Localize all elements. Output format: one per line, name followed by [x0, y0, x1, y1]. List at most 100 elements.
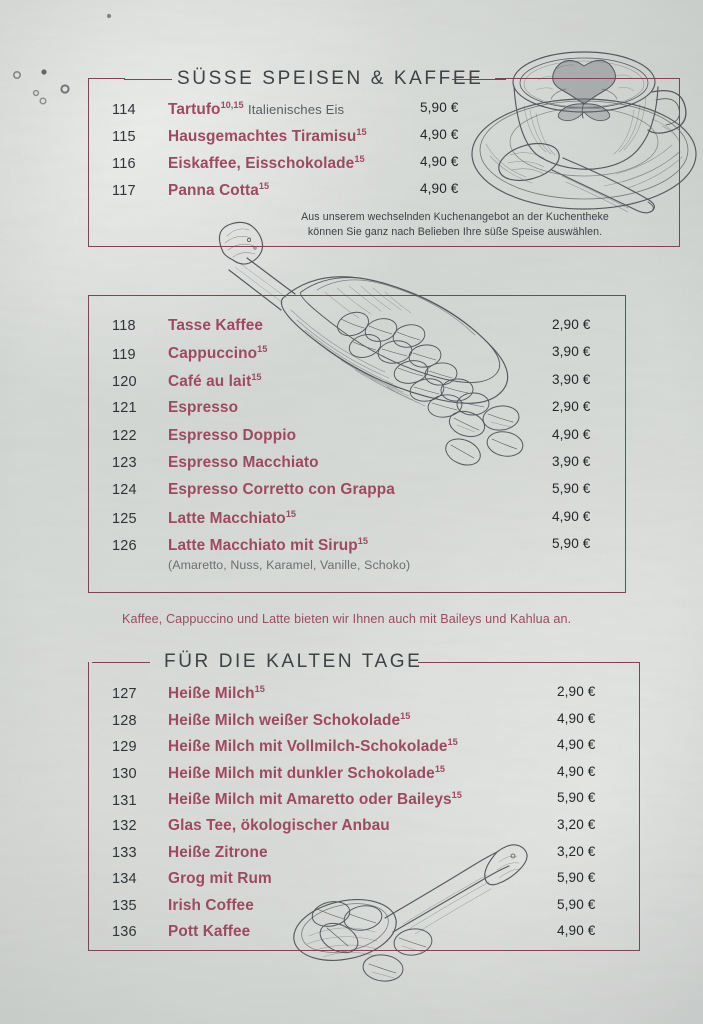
item-number: 122	[112, 427, 137, 444]
item-number: 117	[112, 183, 136, 200]
item-number: 123	[112, 454, 137, 471]
item-name: Latte Macchiato15	[168, 508, 297, 527]
item-name: Heiße Milch mit dunkler Schokolade15	[168, 763, 446, 782]
item-name: Eiskaffee, Eisschokolade15	[168, 154, 365, 173]
item-name: Heiße Zitrone	[168, 843, 268, 861]
item-price: 4,90 €	[420, 154, 459, 169]
item-price: 4,90 €	[552, 508, 591, 524]
baileys-kahlua-note: Kaffee, Cappuccino und Latte bieten wir …	[122, 612, 572, 626]
section-3-rule-left	[92, 662, 150, 663]
item-name: Heiße Milch weißer Schokolade15	[168, 710, 411, 729]
item-price: 4,90 €	[420, 127, 459, 142]
item-price: 4,90 €	[552, 426, 591, 442]
menu-item-row[interactable]: 134 Grog mit Rum 5,90 €	[112, 870, 612, 897]
item-price: 5,90 €	[557, 896, 596, 912]
item-name: Latte Macchiato mit Sirup15	[168, 536, 369, 555]
item-name: Espresso Macchiato	[168, 453, 319, 471]
item-number: 133	[112, 844, 137, 861]
item-name: Heiße Milch mit Vollmilch-Schokolade15	[168, 737, 458, 756]
menu-item-row[interactable]: 125 Latte Macchiato15 4,90 €	[112, 509, 600, 536]
item-price: 5,90 €	[557, 870, 596, 886]
item-price: 4,90 €	[557, 710, 596, 726]
cake-counter-note: Aus unserem wechselnden Kuchenangebot an…	[301, 211, 609, 239]
menu-item-row[interactable]: 123 Espresso Macchiato 3,90 €	[112, 454, 600, 481]
menu-item-row[interactable]: 121 Espresso 2,90 €	[112, 399, 600, 426]
item-price: 4,90 €	[557, 737, 596, 753]
menu-item-row[interactable]: 117 Panna Cotta15 4,90 €	[112, 181, 459, 208]
menu-item-row[interactable]: 124 Espresso Corretto con Grappa 5,90 €	[112, 481, 600, 508]
item-name: Heiße Milch15	[168, 684, 265, 703]
item-price: 2,90 €	[552, 399, 591, 415]
menu-item-row[interactable]: 135 Irish Coffee 5,90 €	[112, 897, 612, 924]
menu-item-row[interactable]: 119 Cappuccino15 3,90 €	[112, 344, 600, 371]
item-name: Espresso Doppio	[168, 426, 297, 444]
item-name: Heiße Milch mit Amaretto oder Baileys15	[168, 790, 462, 809]
item-number: 131	[112, 792, 137, 809]
item-number: 132	[112, 817, 137, 834]
item-number: 126	[112, 538, 137, 555]
item-price: 4,90 €	[420, 181, 459, 196]
item-name: Panna Cotta15	[168, 181, 270, 200]
item-name: Grog mit Rum	[168, 870, 272, 888]
section-3-items: 127 Heiße Milch15 2,90 € 128 Heiße Milch…	[112, 684, 612, 950]
item-number: 118	[112, 318, 136, 334]
item-price: 5,90 €	[552, 481, 591, 497]
menu-item-row[interactable]: 118 Tasse Kaffee 2,90 €	[112, 317, 600, 344]
item-subnote: (Amaretto, Nuss, Karamel, Vanille, Schok…	[168, 557, 411, 572]
menu-item-row[interactable]: 128 Heiße Milch weißer Schokolade15 4,90…	[112, 711, 612, 738]
section-2-frame	[88, 295, 626, 593]
item-price: 3,90 €	[552, 453, 591, 469]
menu-item-row[interactable]: 131 Heiße Milch mit Amaretto oder Bailey…	[112, 790, 612, 817]
item-number: 124	[112, 482, 137, 499]
menu-item-row[interactable]: 120 Café au lait15 3,90 €	[112, 372, 600, 399]
item-number: 114	[112, 102, 136, 119]
item-number: 134	[112, 871, 137, 888]
item-name: Café au lait15	[168, 371, 262, 390]
section-2-items: 118 Tasse Kaffee 2,90 € 119 Cappuccino15…	[112, 317, 600, 572]
menu-item-row[interactable]: 130 Heiße Milch mit dunkler Schokolade15…	[112, 764, 612, 791]
item-name: Pott Kaffee	[168, 923, 251, 941]
item-number: 136	[112, 924, 137, 941]
item-number: 115	[112, 129, 136, 146]
item-number: 119	[112, 346, 136, 363]
section-title-fuer-die-kalten-tage: FÜR DIE KALTEN TAGE	[164, 651, 423, 672]
section-1-items: 114 Tartufo10,15 Italienisches Eis 5,90 …	[112, 100, 459, 208]
section-1-frame	[87, 77, 681, 247]
item-price: 3,90 €	[552, 344, 591, 360]
section-1-rule-left	[124, 79, 172, 80]
menu-item-row[interactable]: 129 Heiße Milch mit Vollmilch-Schokolade…	[112, 737, 612, 764]
item-number: 121	[112, 400, 137, 417]
item-name: Tasse Kaffee	[168, 317, 264, 334]
item-price: 5,90 €	[552, 536, 591, 552]
item-number: 130	[112, 765, 137, 782]
item-number: 129	[112, 739, 137, 756]
item-name: Tartufo10,15 Italienisches Eis	[168, 100, 345, 119]
menu-item-row[interactable]: 133 Heiße Zitrone 3,20 €	[112, 844, 612, 871]
menu-item-row[interactable]: 127 Heiße Milch15 2,90 €	[112, 684, 612, 711]
menu-item-row[interactable]: 122 Espresso Doppio 4,90 €	[112, 427, 600, 454]
item-price: 2,90 €	[557, 684, 596, 699]
item-name: Irish Coffee	[168, 896, 254, 914]
item-name: Cappuccino15	[168, 344, 268, 363]
item-price: 5,90 €	[557, 790, 596, 806]
menu-item-row[interactable]: 132 Glas Tee, ökologischer Anbau 3,20 €	[112, 817, 612, 844]
menu-item-row[interactable]: 136 Pott Kaffee 4,90 €	[112, 923, 612, 950]
item-price: 3,90 €	[552, 371, 591, 387]
item-number: 120	[112, 373, 137, 390]
item-name: Hausgemachtes Tiramisu15	[168, 127, 367, 146]
menu-item-row[interactable]: 115 Hausgemachtes Tiramisu15 4,90 €	[112, 127, 459, 154]
item-number: 128	[112, 712, 137, 729]
section-title-suesse-speisen-kaffee: SÜSSE SPEISEN & KAFFEE	[177, 68, 484, 89]
item-number: 127	[112, 686, 137, 703]
menu-item-row[interactable]: 114 Tartufo10,15 Italienisches Eis 5,90 …	[112, 100, 459, 127]
item-name: Espresso Corretto con Grappa	[168, 481, 395, 499]
item-name: Espresso	[168, 399, 239, 417]
item-price: 3,20 €	[557, 843, 596, 859]
item-price: 5,90 €	[420, 100, 459, 115]
item-number: 116	[112, 156, 136, 173]
menu-item-row[interactable]: 126 Latte Macchiato mit Sirup15 5,90 €	[112, 536, 600, 563]
item-number: 135	[112, 897, 137, 914]
menu-item-row[interactable]: 116 Eiskaffee, Eisschokolade15 4,90 €	[112, 154, 459, 181]
item-number: 125	[112, 510, 137, 527]
item-name: Glas Tee, ökologischer Anbau	[168, 816, 390, 834]
